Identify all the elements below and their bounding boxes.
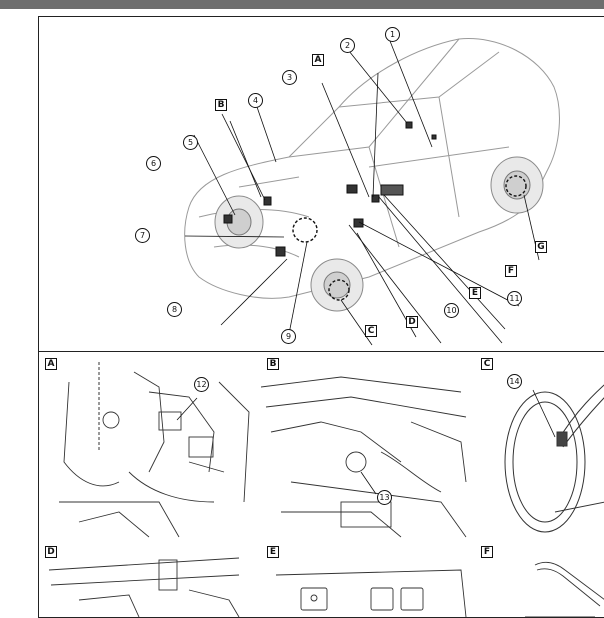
callout-13: 13 [377,490,392,505]
detail-panel-a: A 12 [39,352,262,541]
detail-f-drawing [525,561,604,617]
detail-panel-c: C 14 [475,352,604,541]
detail-f-label: F [481,546,493,558]
callout-3: 3 [282,70,297,85]
detail-panel-f: F [475,540,604,618]
top-header-bar [0,0,604,9]
location-label-b: B [215,99,227,111]
left-margin [0,9,27,607]
callout-4: 4 [248,93,263,108]
location-label-f: F [505,265,517,277]
callout-14: 14 [507,374,522,389]
location-label-d: D [406,316,418,328]
callout-12: 12 [194,377,209,392]
callout-1: 1 [385,27,400,42]
detail-panel-b: B 13 [261,352,476,541]
location-label-c: C [365,325,377,337]
detail-e-drawing [275,569,467,617]
callout-11: 11 [507,291,522,306]
detail-panel-d: D [39,540,262,618]
detail-a-drawing [59,362,250,538]
detail-c-label: C [481,358,493,370]
detail-b-drawing [261,376,467,538]
location-label-e: E [469,287,481,299]
vehicle-drawing [184,38,560,346]
detail-panel-e: E [261,540,476,618]
callout-5: 5 [183,135,198,150]
detail-d-label: D [45,546,57,558]
callout-6: 6 [146,156,161,171]
detail-e-label: E [267,546,279,558]
diagram-frame: 1 2 3 4 5 6 7 8 9 10 11 A B C D E F G [38,16,604,618]
callout-2: 2 [340,38,355,53]
callout-9: 9 [281,329,296,344]
detail-a-label: A [45,358,57,370]
detail-c-drawing [504,384,604,533]
callout-10: 10 [444,303,459,318]
location-label-a: A [312,54,324,66]
callout-7: 7 [135,228,150,243]
detail-d-drawing [48,557,240,617]
vehicle-overview-panel: 1 2 3 4 5 6 7 8 9 10 11 A B C D E F G [39,17,604,352]
detail-b-label: B [267,358,279,370]
location-label-g: G [535,241,547,253]
callout-8: 8 [167,302,182,317]
